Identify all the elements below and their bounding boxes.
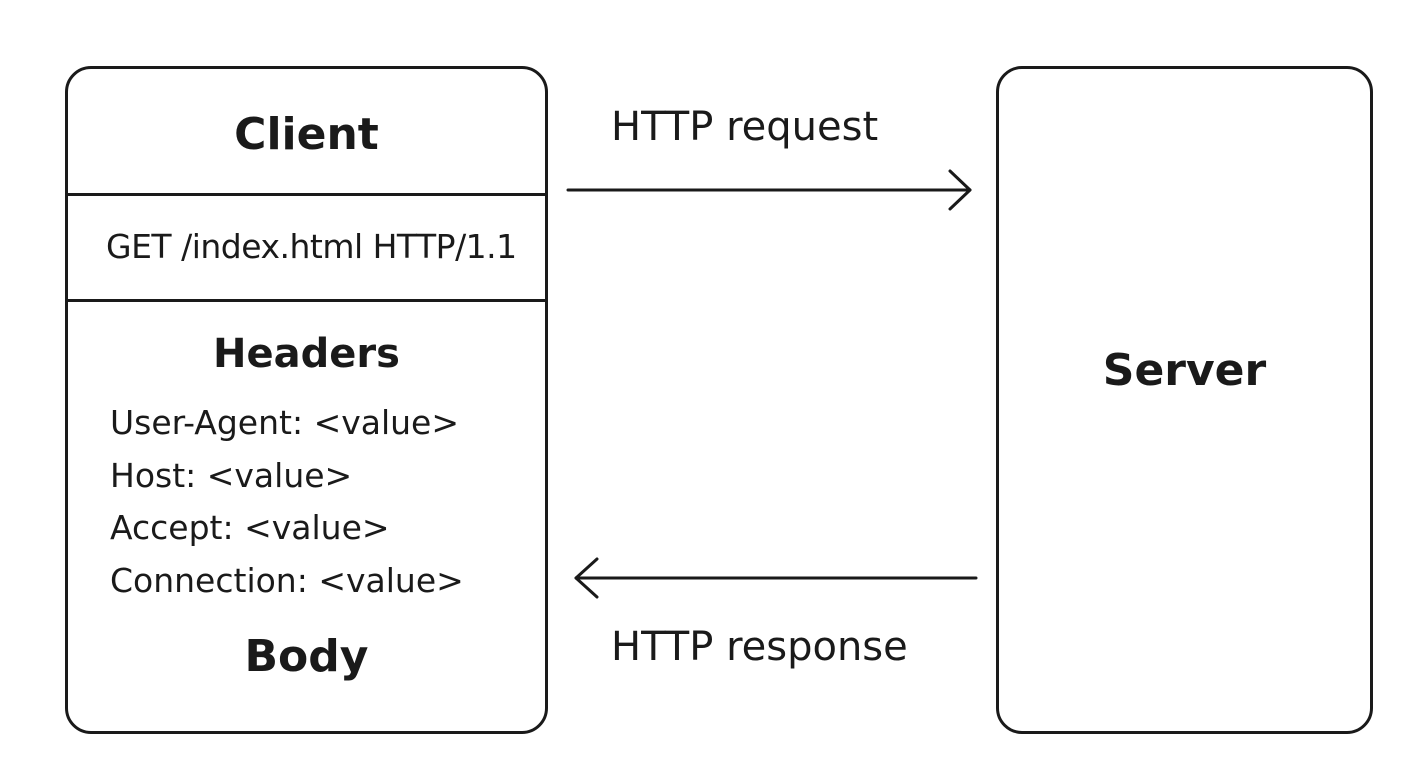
response-label: HTTP response	[611, 624, 908, 670]
response-arrow-head	[574, 557, 599, 599]
client-box: Client GET /index.html HTTP/1.1 Headers …	[65, 66, 548, 734]
request-line: GET /index.html HTTP/1.1	[106, 227, 517, 266]
client-title: Client	[234, 109, 379, 160]
header-connection: Connection: <value>	[110, 560, 464, 600]
request-arrow-head	[948, 169, 972, 211]
header-host: Host: <value>	[110, 455, 353, 495]
server-box: Server	[996, 66, 1373, 734]
request-arrow	[566, 169, 972, 211]
server-title: Server	[1102, 345, 1267, 396]
body-title: Body	[244, 631, 369, 682]
client-title-divider	[68, 193, 545, 196]
header-accept: Accept: <value>	[110, 508, 390, 547]
request-line-divider	[68, 299, 545, 302]
headers-title: Headers	[213, 331, 400, 377]
header-list: User-Agent: <value> Host: <value> Accept…	[110, 397, 464, 607]
header-user-agent: User-Agent: <value>	[110, 403, 460, 442]
request-label: HTTP request	[611, 104, 879, 150]
response-arrow	[574, 557, 978, 599]
